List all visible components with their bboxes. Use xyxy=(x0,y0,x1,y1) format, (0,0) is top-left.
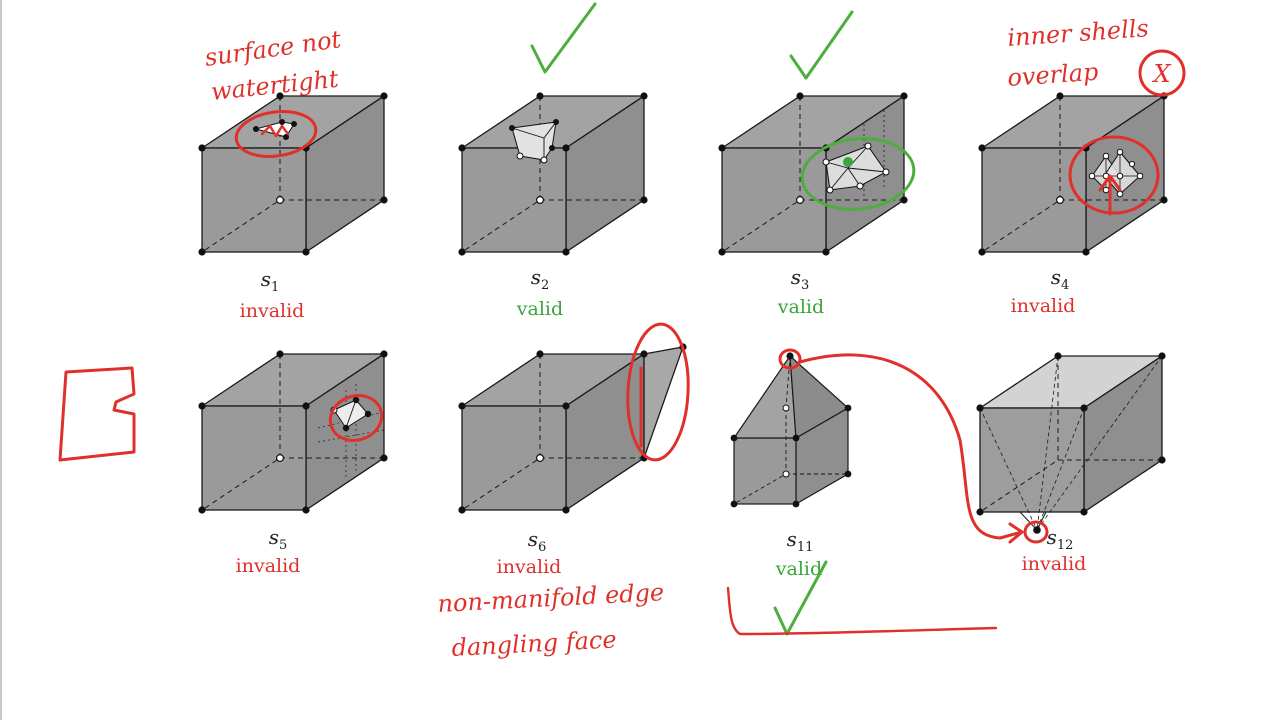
note-surface-not: surface not xyxy=(203,25,343,72)
cube-s11 xyxy=(730,352,852,508)
note-x: X xyxy=(1151,60,1171,88)
cube-s12 xyxy=(976,352,1166,534)
note-inner-shells: inner shells xyxy=(1006,14,1149,52)
green-circle-s3 xyxy=(800,137,916,211)
label-s2: s2 valid xyxy=(516,265,563,320)
red-circle-s4 xyxy=(1068,135,1160,215)
cube-s6 xyxy=(458,343,687,514)
red-circle-s5 xyxy=(328,394,384,442)
note-dangling-face: dangling face xyxy=(451,625,617,662)
svg-text:s3: s3 xyxy=(791,265,810,293)
ink-layer xyxy=(58,2,1186,636)
status-s2: valid xyxy=(516,298,563,320)
label-s1: s1 invalid xyxy=(240,267,305,322)
svg-text:s12: s12 xyxy=(1047,525,1074,553)
red-circle-s1 xyxy=(234,110,318,158)
cube-s3 xyxy=(718,92,908,256)
status-s5: invalid xyxy=(236,555,301,577)
cube-s5 xyxy=(198,350,388,514)
status-s3: valid xyxy=(777,296,824,318)
label-s11: s11 valid xyxy=(775,527,822,580)
cube-s2 xyxy=(458,92,648,256)
red-square-doodle xyxy=(58,366,136,462)
note-overlap: overlap xyxy=(1006,58,1099,92)
label-s4: s4 invalid xyxy=(1011,265,1076,317)
red-underline-s11 xyxy=(726,586,998,636)
status-s12: invalid xyxy=(1022,553,1087,575)
red-scribble-s1 xyxy=(260,124,290,138)
svg-text:s6: s6 xyxy=(528,527,547,555)
label-s12: s12 invalid xyxy=(1022,525,1087,575)
cube-s1 xyxy=(198,92,388,256)
x-circle-mark xyxy=(1138,49,1186,97)
svg-text:s2: s2 xyxy=(531,265,550,293)
status-s6: invalid xyxy=(497,556,562,578)
label-s3: s3 valid xyxy=(777,265,824,318)
svg-text:s11: s11 xyxy=(787,527,814,555)
status-s4: invalid xyxy=(1011,295,1076,317)
label-s5: s5 invalid xyxy=(236,525,301,577)
svg-text:s4: s4 xyxy=(1051,265,1070,293)
note-non-manifold-edge: non-manifold edge xyxy=(437,578,665,618)
label-s6: s6 invalid xyxy=(497,527,562,578)
status-s11: valid xyxy=(775,558,822,580)
cube-s4 xyxy=(978,92,1168,256)
svg-text:s5: s5 xyxy=(269,525,288,553)
check-mark-s2 xyxy=(530,2,597,74)
red-circle-s12-apex xyxy=(1023,520,1049,544)
red-circle-s11-apex xyxy=(778,348,802,370)
red-arrow-s4 xyxy=(1098,174,1122,216)
svg-text:s1: s1 xyxy=(261,267,280,295)
red-circle-s6 xyxy=(626,322,690,462)
status-s1: invalid xyxy=(240,300,305,322)
check-mark-s3 xyxy=(789,10,854,80)
red-connector-arrow xyxy=(798,353,1024,544)
